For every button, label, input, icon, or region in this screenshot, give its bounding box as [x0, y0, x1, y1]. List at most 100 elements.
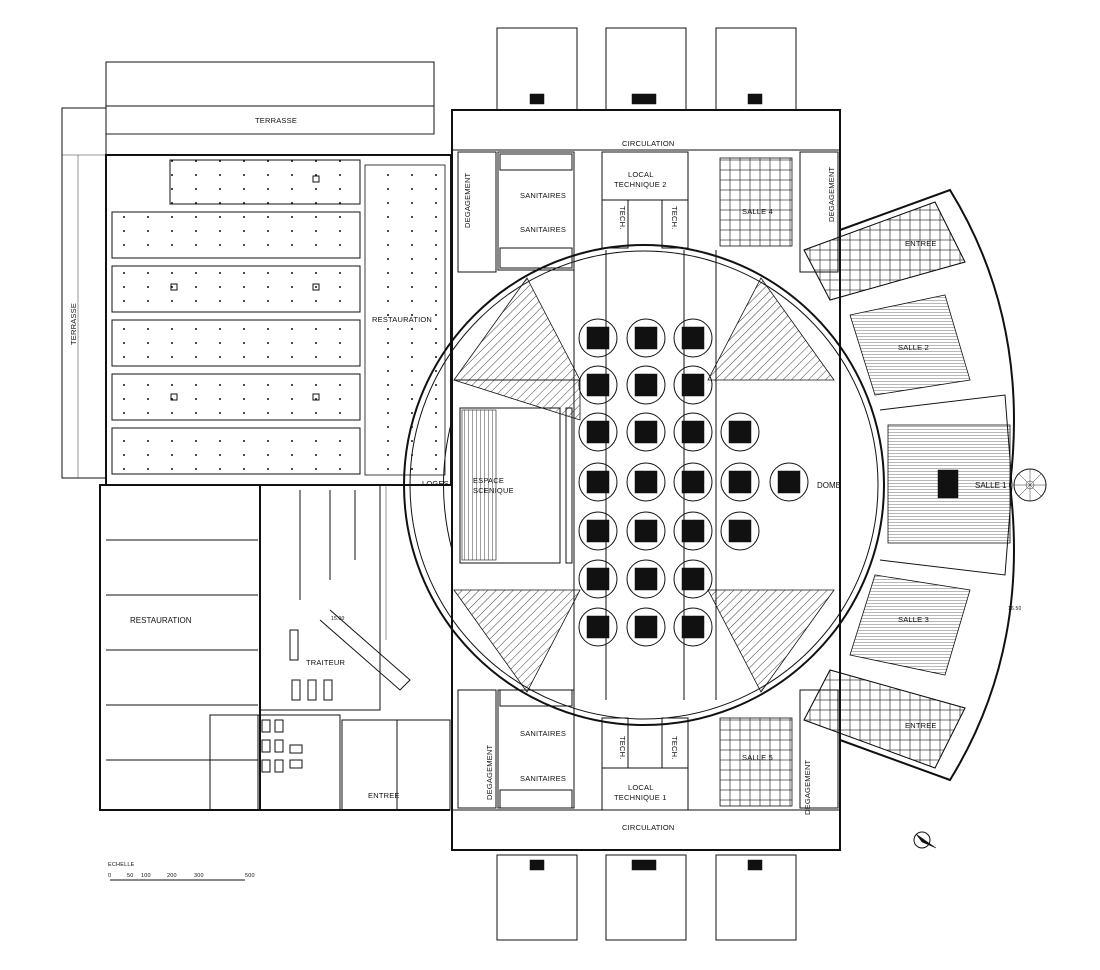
- column-block: [634, 326, 658, 350]
- column-ring: [626, 559, 666, 599]
- traiteur-block: [259, 484, 411, 711]
- column-block: [634, 373, 658, 397]
- dome-circle: [403, 244, 885, 726]
- column-ring: [578, 365, 618, 405]
- column-block: [634, 470, 658, 494]
- lower-hall: [99, 484, 261, 811]
- bottom-services: [457, 689, 839, 811]
- column-ring: [626, 511, 666, 551]
- column-ring: [720, 412, 760, 452]
- label-sanitaires-3: SANITAIRES: [520, 729, 566, 738]
- right-wing: [803, 188, 1047, 849]
- label-local-tech-2-b: TECHNIQUE 2: [614, 180, 667, 189]
- column-block: [586, 519, 610, 543]
- column-block: [586, 615, 610, 639]
- label-degagement-1: DEGAGEMENT: [463, 172, 472, 228]
- annex-bottom-2: [605, 854, 687, 941]
- column-ring: [578, 462, 618, 502]
- column-ring: [626, 607, 666, 647]
- column-block: [728, 470, 752, 494]
- scale-tick-50: 50: [127, 873, 134, 879]
- column-block: [728, 420, 752, 444]
- label-salle-3: SALLE 3: [898, 615, 929, 624]
- column-block: [634, 615, 658, 639]
- column-block: [681, 420, 705, 444]
- label-loges: LOGES: [422, 479, 449, 488]
- column-block: [586, 470, 610, 494]
- label-level-2: 16.50: [1008, 606, 1022, 612]
- label-salle-2: SALLE 2: [898, 343, 929, 352]
- north-arrow-icon: [913, 831, 937, 849]
- scale-tick-300: 300: [194, 873, 204, 879]
- label-level-1: 15.00: [331, 616, 345, 622]
- label-degagement-3: DEGAGEMENT: [485, 744, 494, 800]
- label-local-tech-1-a: LOCAL: [628, 783, 654, 792]
- label-dome: DOME: [817, 481, 841, 490]
- label-entree-left: ENTREE: [368, 791, 400, 800]
- label-restauration-lower: RESTAURATION: [130, 616, 192, 625]
- column-block: [634, 420, 658, 444]
- column-block: [681, 326, 705, 350]
- column-ring: [673, 462, 713, 502]
- label-sanitaires-4: SANITAIRES: [520, 774, 566, 783]
- column-ring: [578, 559, 618, 599]
- column-block: [777, 470, 801, 494]
- label-salle-1: SALLE 1: [975, 481, 1007, 490]
- seating-rows: [111, 159, 361, 475]
- top-services: [457, 151, 839, 273]
- label-degagement-2: DEGAGEMENT: [827, 166, 836, 222]
- label-terrasse-top: TERRASSE: [255, 116, 297, 125]
- column-block: [681, 470, 705, 494]
- label-salle-4: SALLE 4: [742, 207, 773, 216]
- terrasse-left: [61, 107, 107, 479]
- column-ring: [673, 318, 713, 358]
- label-tech-2: TECH.: [670, 206, 679, 230]
- column-ring: [673, 607, 713, 647]
- column-block: [681, 373, 705, 397]
- column-ring: [578, 318, 618, 358]
- left-wing: [61, 61, 452, 811]
- label-entree-top-right: ENTREE: [905, 239, 937, 248]
- label-circulation-bottom: CIRCULATION: [622, 823, 674, 832]
- column-ring: [673, 412, 713, 452]
- column-ring: [578, 607, 618, 647]
- bottom-left-services: [209, 714, 451, 811]
- label-tech-4: TECH.: [670, 736, 679, 760]
- label-local-tech-1-b: TECHNIQUE 1: [614, 793, 667, 802]
- column-ring: [626, 365, 666, 405]
- label-tech-3: TECH.: [618, 736, 627, 760]
- column-ring: [626, 462, 666, 502]
- scale-tick-100: 100: [141, 873, 151, 879]
- labels: TERRASSE TERRASSE RESTAURATION RESTAURAT…: [69, 116, 1022, 832]
- column-ring: [720, 462, 760, 502]
- label-sanitaires-1: SANITAIRES: [520, 191, 566, 200]
- column-block: [634, 567, 658, 591]
- label-salle-5: SALLE 5: [742, 753, 773, 762]
- scale-bar: ECHELLE 0 50 100 200 300 500: [108, 862, 255, 881]
- column-ring: [720, 511, 760, 551]
- column-ring: [673, 559, 713, 599]
- column-ring: [626, 412, 666, 452]
- column-ring: [673, 365, 713, 405]
- espace-scenique: [459, 407, 561, 564]
- scale-tick-200: 200: [167, 873, 177, 879]
- column-block: [681, 519, 705, 543]
- column-block: [586, 373, 610, 397]
- column-ring: [578, 511, 618, 551]
- column-block: [728, 519, 752, 543]
- label-terrasse-left: TERRASSE: [69, 303, 78, 345]
- column-ring: [578, 412, 618, 452]
- column-ring: [673, 511, 713, 551]
- central-building: [403, 27, 885, 941]
- column-block: [681, 567, 705, 591]
- column-block: [586, 326, 610, 350]
- label-espace-scenique-2: SCENIQUE: [473, 486, 514, 495]
- scale-title: ECHELLE: [108, 862, 135, 868]
- label-restauration-upper: RESTAURATION: [372, 315, 432, 324]
- column-block: [634, 519, 658, 543]
- column-ring: [626, 318, 666, 358]
- scale-tick-500: 500: [245, 873, 255, 879]
- column-block: [681, 615, 705, 639]
- label-sanitaires-2: SANITAIRES: [520, 225, 566, 234]
